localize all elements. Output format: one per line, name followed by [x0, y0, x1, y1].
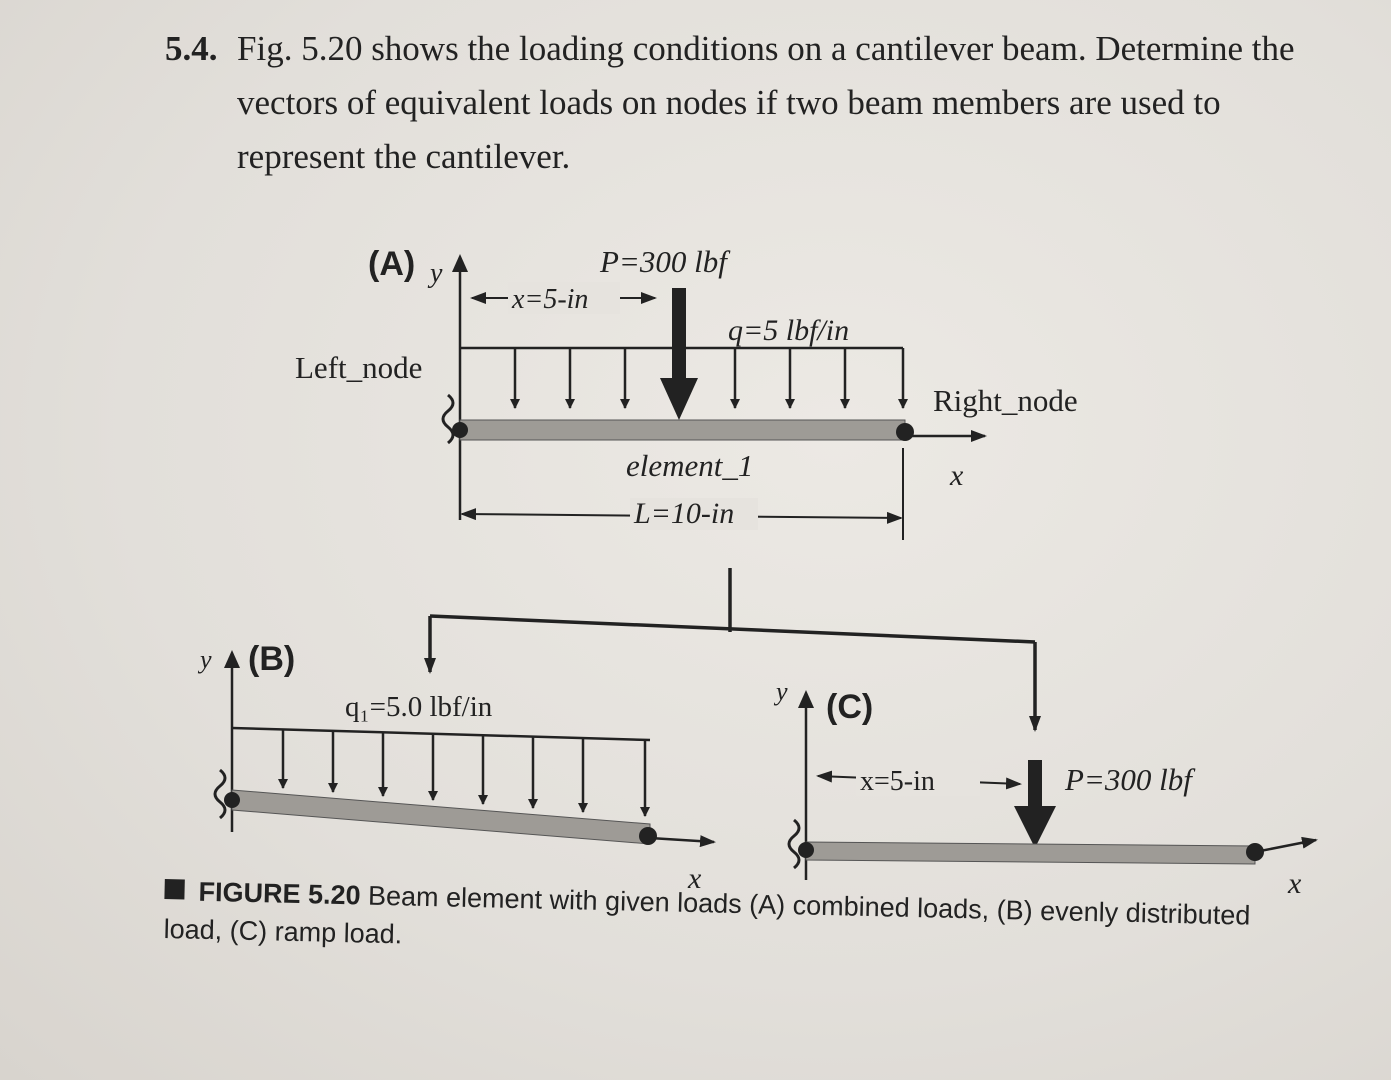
panel-a-x-axis-label: x — [949, 459, 964, 492]
panel-b-x-axis-line — [649, 835, 716, 848]
panel-c-label: (C) — [826, 688, 873, 726]
panel-b-distributed-load-label: q₁=5.0 lbf/in — [345, 691, 493, 723]
panel-b-y-axis-arrow-icon — [224, 650, 240, 668]
panel-c-x-axis-line — [1254, 836, 1318, 854]
decomposition-bracket — [424, 568, 1041, 732]
panel-c-wall-support — [787, 818, 801, 870]
panel-a-distributed-load-arrows — [510, 348, 908, 409]
panel-b-distributed-load-arrows — [278, 730, 650, 817]
panel-a-left-node-label: Left_node — [295, 350, 422, 385]
panel-a-right-node-label: Right_node — [933, 383, 1078, 418]
panel-b-wall-support — [213, 768, 227, 820]
panel-a-point-load-arrow-icon — [660, 288, 698, 420]
problem-statement: 5.4. Fig. 5.20 shows the loading conditi… — [165, 22, 1335, 184]
panel-c-y-axis-label: y — [773, 677, 788, 706]
panel-a-y-axis-label: y — [427, 258, 443, 289]
panel-b-distributed-load-line — [231, 726, 651, 742]
panel-a-y-axis-arrow-icon — [452, 254, 468, 272]
caption-square-icon — [164, 878, 185, 900]
panel-a: (A) y x=5-in P=300 lbf q=5 lbf/in — [295, 244, 1078, 540]
panel-a-element-label: element_1 — [626, 448, 753, 483]
panel-a-load-position: x=5-in — [511, 284, 588, 315]
panel-a-length-bg — [630, 498, 758, 530]
panel-c-point-load-arrow-icon — [1014, 760, 1056, 848]
panel-b-right-node-marker — [639, 827, 657, 845]
problem-number: 5.4. — [165, 29, 218, 68]
panel-a-label: (A) — [368, 245, 415, 283]
panel-b-x-axis-label: x — [687, 862, 702, 895]
panel-c-point-load-label: P=300 lbf — [1064, 762, 1196, 797]
panel-c-x-axis-label: x — [1287, 867, 1302, 900]
panel-a-length-label: L=10-in — [633, 497, 734, 530]
caption-label: FIGURE 5.20 — [198, 876, 361, 911]
panel-a-point-load-label: P=300 lbf — [599, 244, 731, 279]
panel-a-right-node-marker — [896, 423, 914, 441]
panel-b-label: (B) — [248, 640, 295, 678]
panel-c-load-position: x=5-in — [860, 766, 935, 797]
problem-text: Fig. 5.20 shows the loading conditions o… — [237, 29, 1295, 176]
panel-c-beam — [805, 841, 1256, 865]
panel-a-wall-support — [441, 393, 455, 445]
panel-b-left-node-marker — [224, 792, 240, 808]
panel-a-beam — [459, 419, 906, 441]
panel-c-left-node-marker — [798, 842, 814, 858]
panel-c: (C) y x=5-in P=300 lbf x — [773, 677, 1318, 900]
panel-c-y-axis-arrow-icon — [798, 690, 814, 708]
panel-a-label-bg — [508, 282, 620, 314]
panel-b-beam — [231, 789, 651, 845]
panel-a-left-node-marker — [452, 422, 468, 438]
panel-b: (B) y q₁=5.0 lbf/in x — [197, 640, 716, 895]
panel-b-y-axis-label: y — [197, 645, 212, 674]
panel-c-label-bg — [856, 764, 980, 796]
panel-a-distributed-load-label: q=5 lbf/in — [728, 314, 849, 347]
